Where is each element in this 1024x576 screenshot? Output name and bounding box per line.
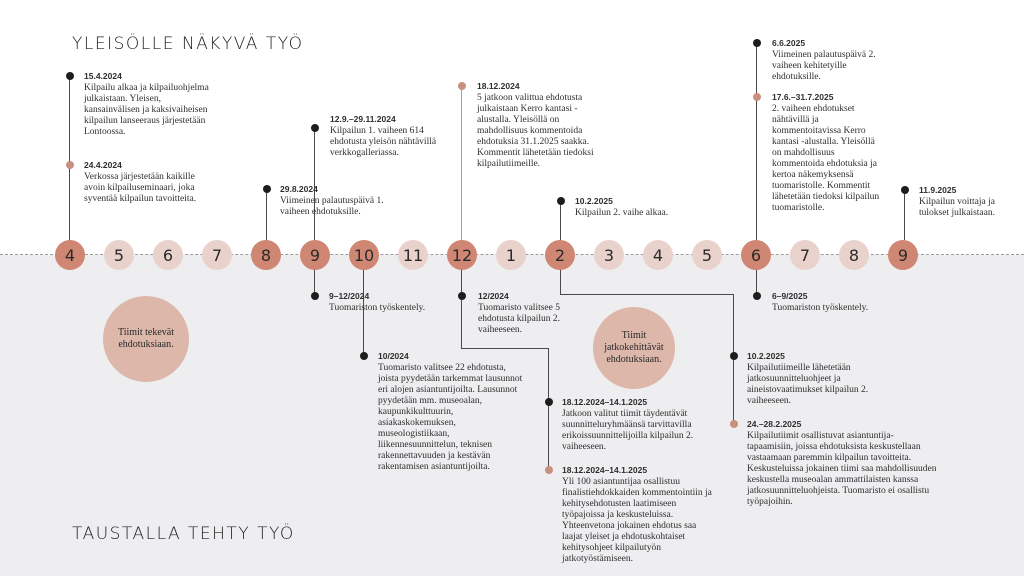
event-dot xyxy=(730,420,738,428)
connector-line xyxy=(560,201,561,240)
event-dot xyxy=(66,161,74,169)
event-dot xyxy=(545,398,553,406)
connector-line xyxy=(756,43,757,240)
connector-line xyxy=(461,86,462,240)
event-dot xyxy=(311,124,319,132)
month-marker: 8 xyxy=(839,240,869,270)
event-dot xyxy=(311,292,319,300)
connector-line xyxy=(756,268,757,294)
month-marker: 9 xyxy=(300,240,330,270)
event-dot xyxy=(753,39,761,47)
event-dot xyxy=(753,292,761,300)
month-marker: 8 xyxy=(251,240,281,270)
connector-line xyxy=(363,268,364,356)
event-dot xyxy=(545,466,553,474)
connector-line xyxy=(461,268,462,348)
month-marker: 4 xyxy=(643,240,673,270)
month-marker: 12 xyxy=(447,240,477,270)
connector-line xyxy=(904,190,905,240)
teams-developing-bubble: Tiimit jatkokehittävät ehdotuksiaan. xyxy=(593,307,675,389)
connector-line xyxy=(266,189,267,240)
month-marker: 7 xyxy=(790,240,820,270)
connector-line xyxy=(69,76,70,240)
event-dot xyxy=(458,82,466,90)
teams-working-bubble: Tiimit tekevät ehdotuksiaan. xyxy=(103,296,189,382)
event-dot xyxy=(901,186,909,194)
month-marker: 1 xyxy=(496,240,526,270)
month-marker: 7 xyxy=(202,240,232,270)
connector-line xyxy=(560,294,734,295)
month-marker: 6 xyxy=(741,240,771,270)
connector-line xyxy=(548,348,549,470)
month-marker: 5 xyxy=(692,240,722,270)
month-marker: 3 xyxy=(594,240,624,270)
connector-line xyxy=(314,268,315,296)
event-dot xyxy=(66,72,74,80)
event-dot xyxy=(753,93,761,101)
event-dot xyxy=(730,352,738,360)
connector-line xyxy=(560,268,561,294)
event-dot xyxy=(557,197,565,205)
public-work-title: YLEISÖLLE NÄKYVÄ TYÖ xyxy=(72,34,304,54)
month-marker: 11 xyxy=(398,240,428,270)
month-marker: 10 xyxy=(349,240,379,270)
background-work-title: TAUSTALLA TEHTY TYÖ xyxy=(72,524,295,544)
month-marker: 6 xyxy=(153,240,183,270)
month-marker: 5 xyxy=(104,240,134,270)
event-dot xyxy=(360,352,368,360)
month-marker: 4 xyxy=(55,240,85,270)
month-marker: 2 xyxy=(545,240,575,270)
month-marker: 9 xyxy=(888,240,918,270)
event-dot xyxy=(458,292,466,300)
connector-line xyxy=(461,348,549,349)
event-dot xyxy=(263,185,271,193)
connector-line xyxy=(314,128,315,240)
